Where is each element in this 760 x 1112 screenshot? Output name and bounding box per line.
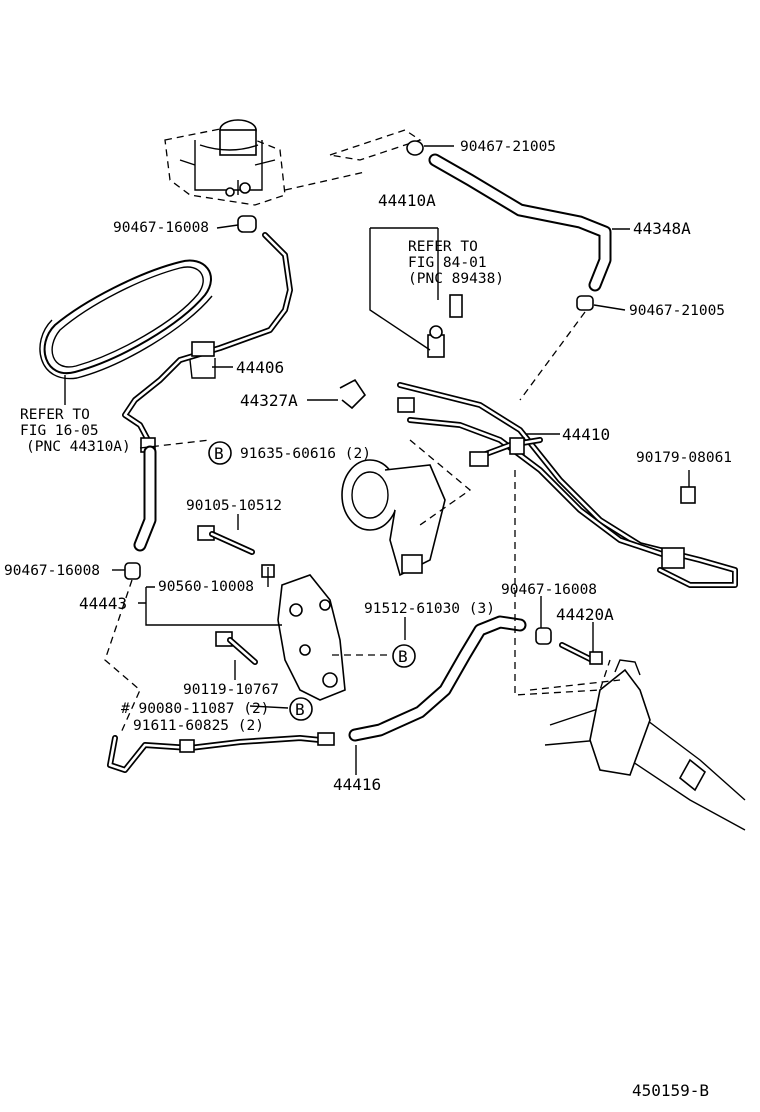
drive-belt-drawing <box>39 259 213 380</box>
label-44416: 44416 <box>333 775 381 794</box>
label-90080: # 90080-11087 (2) <box>121 701 269 717</box>
leader-pump <box>409 439 472 526</box>
leader-gear-2 <box>529 679 621 691</box>
bolt-90105 <box>197 525 255 555</box>
label-refer84-line3: (PNC 89438) <box>408 271 504 287</box>
ref-b-label-2: B <box>398 647 408 666</box>
union-44420a <box>559 642 603 665</box>
clamp-90467-16008-top <box>237 215 257 233</box>
label-44327a: 44327A <box>240 391 298 410</box>
hose-44416 <box>107 615 527 773</box>
clamp-90467-16008-left <box>124 562 141 580</box>
leader-44348a <box>519 311 586 401</box>
nut-90179 <box>680 486 696 504</box>
label-90467-21005-top: 90467-21005 <box>460 139 556 155</box>
leader-gear <box>514 470 611 696</box>
ref-b-circle-1 <box>208 441 232 465</box>
label-44443: 44443 <box>79 594 127 613</box>
bracket-44443 <box>277 574 346 701</box>
label-refer84-line2: FIG 84-01 <box>408 255 487 271</box>
label-90467-21005-mid: 90467-21005 <box>629 303 725 319</box>
label-91611: 91611-60825 (2) <box>133 718 264 734</box>
ref-b-label-3: B <box>295 700 305 719</box>
label-44348a: 44348A <box>633 219 691 238</box>
label-refer16-line1: REFER TO <box>20 407 90 423</box>
bolt-90119 <box>215 631 258 665</box>
label-44406: 44406 <box>236 358 284 377</box>
label-90179: 90179-08061 <box>636 450 732 466</box>
label-44420a: 44420A <box>556 605 614 624</box>
label-90105: 90105-10512 <box>186 498 282 514</box>
reservoir-drawing <box>164 119 286 206</box>
label-90119: 90119-10767 <box>183 682 279 698</box>
leader-left-hose <box>104 579 141 736</box>
leader-reservoir-2 <box>284 171 366 191</box>
label-91512: 91512-61030 (3) <box>364 601 495 617</box>
pressure-switch-parts <box>427 294 463 358</box>
leader-reservoir <box>329 129 422 161</box>
label-90467-16008-left: 90467-16008 <box>4 563 100 579</box>
clamp-90467-16008-right <box>535 627 552 645</box>
return-hose-44406 <box>122 232 293 552</box>
hose-44348a <box>406 140 612 311</box>
clip-44327a <box>339 378 367 410</box>
label-44410: 44410 <box>562 425 610 444</box>
ref-b-label-1: B <box>214 444 224 463</box>
label-90467-16008-top: 90467-16008 <box>113 220 209 236</box>
figure-number: 450159-B <box>632 1081 709 1100</box>
leader-lines <box>64 145 690 775</box>
ref-b-circle-2 <box>392 644 416 668</box>
pressure-tube-44410 <box>397 382 738 588</box>
vane-pump-drawing <box>341 459 446 577</box>
label-90560: 90560-10008 <box>158 579 254 595</box>
label-refer84-line1: REFER TO <box>408 239 478 255</box>
ref-b-circle-3 <box>289 697 313 721</box>
label-refer16-line3: (PNC 44310A) <box>26 439 131 455</box>
label-44410a: 44410A <box>378 191 436 210</box>
steering-gear-drawing <box>544 659 746 831</box>
label-91635: 91635-60616 (2) <box>240 446 371 462</box>
label-refer16-line2: FIG 16-05 <box>20 423 99 439</box>
label-90467-16008-right: 90467-16008 <box>501 582 597 598</box>
